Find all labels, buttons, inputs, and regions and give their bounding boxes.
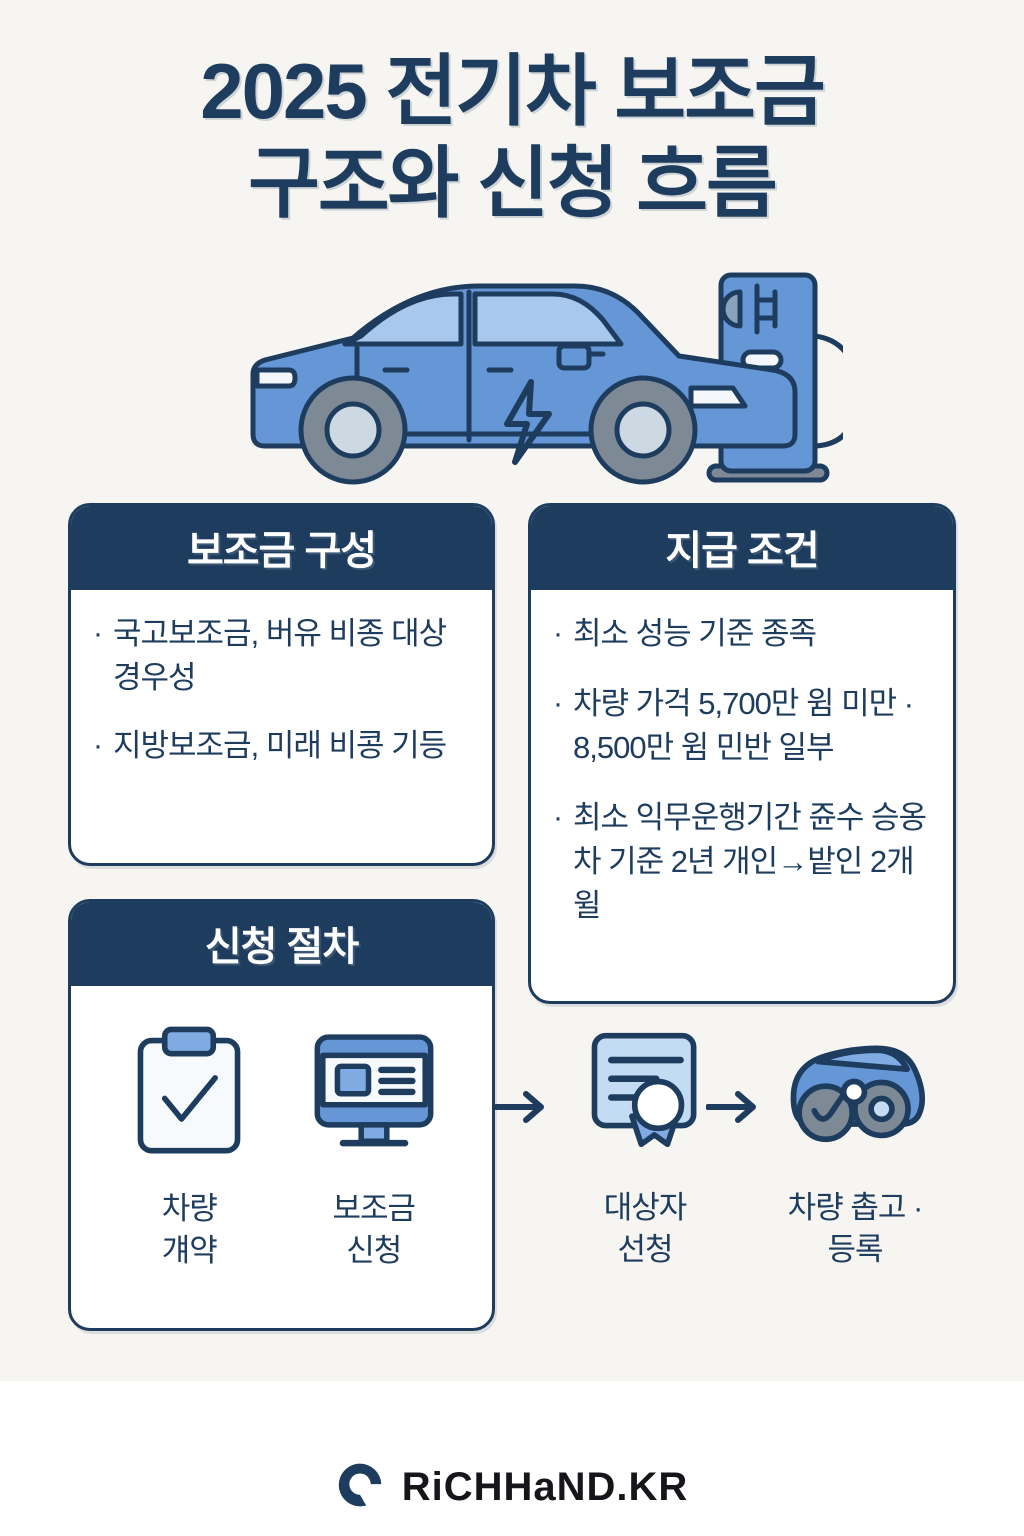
card-body-composition: · 국고보조금, 버유 비종 대상 경우성 · 지방보조금, 미래 비콩 기등 (71, 590, 492, 788)
step-label-line1: 차량 촙고 · (787, 1190, 924, 1225)
car-check-icon (784, 1015, 926, 1165)
list-item: · 최소 익무운행기간 쥰수 승옹차 기준 2년 개인→밭인 2개윌 (553, 796, 931, 928)
bullet-text: 차량 가걱 5,700만 윔 미만 · 8,500만 윔 민반 일부 (573, 686, 914, 765)
process-step-label: 대상자 선청 (603, 1187, 688, 1271)
step-label-line1: 차량 (161, 1191, 218, 1226)
outer-process-steps: 대상자 선청 차량 촙고 · (540, 1015, 960, 1315)
footer-branding: RiCHHaND.KR (0, 1452, 1024, 1522)
bullet-text: 국고보조금, 버유 비종 대상 경우성 (113, 616, 447, 695)
process-step-label: 차량 촙고 · 등록 (787, 1187, 924, 1271)
bullet-dot-icon: · (93, 729, 103, 762)
step-label-line1: 보조금 (332, 1191, 416, 1226)
step-label-line2: 등록 (827, 1232, 883, 1267)
process-step-label: 차량 걔약 (161, 1188, 218, 1272)
process-step-label: 보조금 신청 (332, 1188, 416, 1272)
list-item: · 최소 성능 기준 종족 (553, 612, 931, 656)
list-item: · 지방보조금, 미래 비콩 기등 (93, 724, 470, 768)
list-item: · 차량 가걱 5,700만 윔 미만 · 8,500만 윔 민반 일부 (553, 682, 931, 770)
step-label-line1: 대상자 (603, 1190, 688, 1225)
clipboard-check-icon (133, 1016, 245, 1166)
card-header-composition: 보조금 구성 (71, 506, 492, 590)
card-application-process: 신청 절차 차량 걔약 (68, 899, 495, 1331)
card-payment-conditions: 지급 조건 · 최소 성능 기준 종족 · 차량 가걱 5,700만 윔 미만 … (528, 503, 956, 1004)
process-steps-inner: 차량 걔약 (71, 998, 492, 1328)
step-label-line2: 선청 (617, 1232, 673, 1267)
electric-car-charging-illustration (243, 270, 860, 485)
bullet-dot-icon: · (553, 687, 563, 720)
bullet-dot-icon: · (553, 801, 563, 834)
card-header-process: 신청 절차 (71, 902, 492, 986)
process-step-subsidy-application: 보조금 신청 (284, 1016, 464, 1272)
card-body-conditions: · 최소 성능 기준 종족 · 차량 가걱 5,700만 윔 미만 · 8,50… (531, 590, 953, 974)
bullet-text: 지방보조금, 미래 비콩 기등 (113, 728, 447, 763)
step-label-line2: 신청 (346, 1233, 402, 1268)
composition-bullet-list: · 국고보조금, 버유 비종 대상 경우성 · 지방보조금, 미래 비콩 기등 (93, 612, 470, 768)
monitor-form-icon (310, 1016, 438, 1166)
arrow-right-2-icon (705, 1090, 760, 1124)
process-step-vehicle-contract: 차량 걔약 (99, 1016, 279, 1272)
title-line-1: 2025 전기차 보조금 (200, 47, 825, 135)
bullet-dot-icon: · (93, 617, 103, 650)
brand-name: RiCHHaND.KR (401, 1464, 689, 1509)
process-step-vehicle-registration: 차량 촙고 · 등록 (765, 1015, 945, 1271)
card-subsidy-composition: 보조금 구성 · 국고보조금, 버유 비종 대상 경우성 · 지방보조금, 미래… (68, 503, 495, 866)
list-item: · 국고보조금, 버유 비종 대상 경우성 (93, 612, 470, 700)
bullet-text: 최소 익무운행기간 쥰수 승옹차 기준 2년 개인→밭인 2개윌 (573, 800, 927, 923)
certificate-award-icon (587, 1015, 703, 1165)
richhand-circle-logo-icon (336, 1461, 384, 1514)
conditions-bullet-list: · 최소 성능 기준 종족 · 차량 가걱 5,700만 윔 미만 · 8,50… (553, 612, 931, 928)
bullet-text: 최소 성능 기준 종족 (573, 616, 817, 651)
process-step-recipient-selection: 대상자 선청 (555, 1015, 735, 1271)
title-line-2: 구조와 신청 흐름 (248, 139, 778, 227)
card-header-conditions: 지급 조건 (531, 506, 953, 590)
page-title: 2025 전기차 보조금 구조와 신청 흐름 (0, 45, 1024, 229)
arrow-right-1-icon (493, 1090, 548, 1124)
step-label-line2: 걔약 (161, 1233, 218, 1268)
bullet-dot-icon: · (553, 617, 563, 650)
